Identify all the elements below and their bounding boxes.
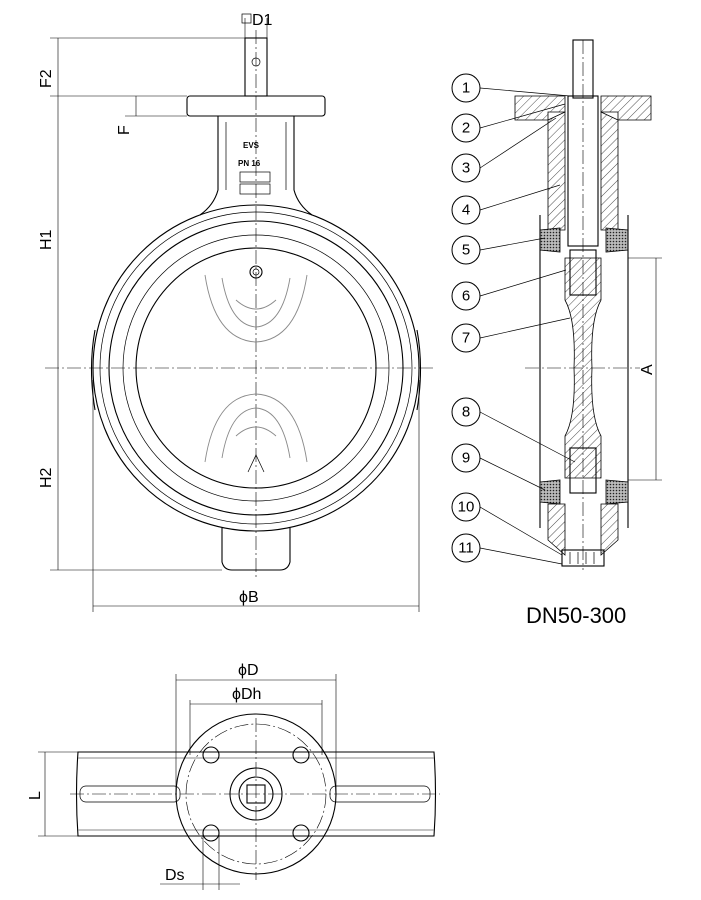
body-brand-mark: EVS [243, 141, 260, 150]
bolt-hole-tl [202, 746, 220, 764]
disc-hub-upper [204, 274, 308, 343]
body-outer-ring [92, 204, 420, 532]
callout-2: 2 [451, 103, 566, 143]
top-body-outline [75, 751, 437, 837]
callout-8: 8 [451, 397, 576, 463]
callout-10-number: 10 [458, 499, 475, 516]
bottom-plug [561, 549, 605, 567]
callout-1-number: 1 [462, 80, 470, 97]
b-label: ϕB [239, 589, 259, 606]
callout-11: 11 [451, 533, 563, 565]
lower-seal-left [539, 479, 561, 505]
top-flange [186, 95, 326, 117]
right-side-pin [329, 785, 431, 803]
right-side-boss [416, 329, 422, 411]
body-pressure-mark: PN 16 [238, 159, 261, 168]
d1-square-symbol [241, 13, 252, 24]
disc-pin-hole-inner [252, 268, 260, 276]
bolt-hole-bl [202, 824, 220, 842]
section-flange-left [514, 95, 566, 121]
callout-10: 10 [451, 492, 563, 556]
callout-3-number: 3 [462, 160, 470, 177]
callout-4: 4 [451, 184, 561, 225]
section-body-lower-left [547, 503, 566, 556]
callout-9: 9 [451, 443, 546, 491]
front-view: EVS PN 16 D1 F2 F H1 H2 ϕB [38, 12, 435, 612]
section-view: A 1 2 3 4 5 6 [451, 39, 662, 628]
disc-lower-pin-bore [569, 447, 597, 494]
lower-seal-right [605, 479, 629, 505]
h2-label: H2 [38, 467, 55, 488]
section-body-upper-left [547, 111, 566, 231]
stem-square [246, 784, 266, 804]
disc-bore [135, 247, 377, 489]
callout-5: 5 [451, 235, 546, 265]
upper-seal-left [539, 227, 561, 253]
bolt-hole-tr [292, 746, 310, 764]
a-label: A [639, 364, 656, 375]
l-label: L [27, 791, 44, 800]
section-stem-shaft [567, 95, 599, 247]
disc-hub-lower [204, 393, 308, 463]
h1-label: H1 [38, 229, 55, 250]
top-view: ϕD ϕDh L Ds [27, 662, 440, 890]
callout-1: 1 [451, 73, 571, 103]
callout-11-number: 11 [458, 540, 474, 557]
nameplate-box-2 [239, 183, 271, 195]
valve-neck [199, 116, 313, 216]
callout-3: 3 [451, 117, 557, 183]
bolt-circle [185, 723, 327, 865]
dh-label: ϕDh [232, 686, 261, 703]
bottom-boss [221, 528, 291, 571]
upper-seal-right [605, 227, 629, 253]
f-label: F [116, 125, 133, 135]
ds-label: Ds [165, 867, 185, 884]
callout-7-number: 7 [462, 330, 470, 347]
series-label: DN50-300 [526, 603, 626, 628]
section-body-lower-right [600, 503, 619, 556]
stem-boss-outer [229, 767, 283, 821]
stem-pin-hole [251, 57, 261, 67]
bottom-plug-thread [569, 552, 595, 564]
callout-6: 6 [451, 269, 567, 311]
section-stem-top [572, 39, 594, 99]
bolt-hole-br [292, 824, 310, 842]
left-side-boss [90, 329, 96, 411]
callout-2-number: 2 [462, 120, 470, 137]
d-label: ϕD [238, 662, 259, 679]
section-body-outline [539, 215, 629, 528]
callout-7: 7 [451, 317, 571, 353]
disc-lower-pointer [247, 454, 265, 473]
seat-ring-inner [122, 234, 390, 502]
nameplate-box-1 [239, 171, 271, 183]
disc-upper-pin-bore [569, 249, 597, 296]
f2-label: F2 [38, 69, 55, 88]
callout-5-number: 5 [462, 242, 470, 259]
callout-4-number: 4 [462, 202, 470, 219]
callout-6-number: 6 [462, 288, 470, 305]
section-body-upper-right [600, 111, 619, 231]
left-side-pin [79, 785, 181, 803]
body-ring-2 [99, 211, 413, 525]
seat-ring-outer [108, 220, 404, 516]
disc-pin-hole [249, 265, 263, 279]
section-disc [564, 257, 602, 479]
callout-9-number: 9 [462, 450, 470, 467]
callout-8-number: 8 [462, 404, 470, 421]
stem-boss-inner [238, 776, 274, 812]
d1-label: D1 [252, 12, 273, 29]
valve-neck-inner [225, 122, 287, 190]
